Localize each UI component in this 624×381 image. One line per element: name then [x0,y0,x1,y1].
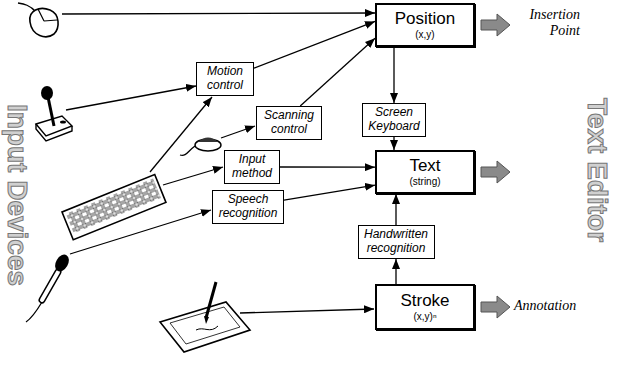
connector [393,47,394,103]
box-label: Speech recognition [217,193,279,221]
mouse-icon [18,3,58,37]
connector [300,38,375,106]
connector [395,259,396,284]
process-box: Screen Keyboard [362,103,426,137]
output-arrow [481,14,510,36]
box-sublabel: (x,y)ⁿ [413,311,436,322]
tablet-icon [160,282,250,352]
output-arrow [481,161,510,183]
input-arrow [150,97,212,172]
input-arrow [62,13,375,14]
box-sublabel: (x,y) [415,29,434,40]
box-label: Motion control [201,65,249,93]
microphone-icon [26,252,72,322]
data-box: Stroke(x,y)ⁿ [375,284,475,330]
box-label: Screen Keyboard [367,106,421,134]
process-box: Input method [224,150,280,184]
data-box: Position(x,y) [375,3,475,47]
connector [393,137,394,150]
connector [284,185,375,200]
side-title: Text Editor [583,98,611,242]
box-label: Scanning control [261,109,317,137]
keyboard-icon [62,175,166,240]
data-box: Text(string) [375,150,475,194]
box-sublabel: (string) [409,176,440,187]
process-box: Handwritten recognition [358,225,435,259]
output-label: Insertion Point [512,7,580,39]
connector [395,194,396,225]
joystick-icon [36,86,72,141]
box-label: Text [409,157,440,176]
input-arrow [240,309,374,313]
output-arrow [481,296,510,318]
process-box: Scanning control [256,106,322,140]
process-box: Speech recognition [212,190,284,224]
process-box: Motion control [196,62,254,96]
box-label: Position [395,10,455,29]
box-label: Handwritten recognition [363,228,430,256]
input-arrow [163,167,223,185]
connector [280,166,375,167]
output-label: Annotation [514,298,576,314]
switch-icon [180,138,221,156]
side-title: Input Devices [3,104,31,286]
input-arrow [221,126,255,138]
input-arrow [70,210,211,254]
box-label: Stroke [400,292,449,311]
connector [254,21,375,68]
input-arrow [66,86,196,110]
box-label: Input method [229,153,275,181]
